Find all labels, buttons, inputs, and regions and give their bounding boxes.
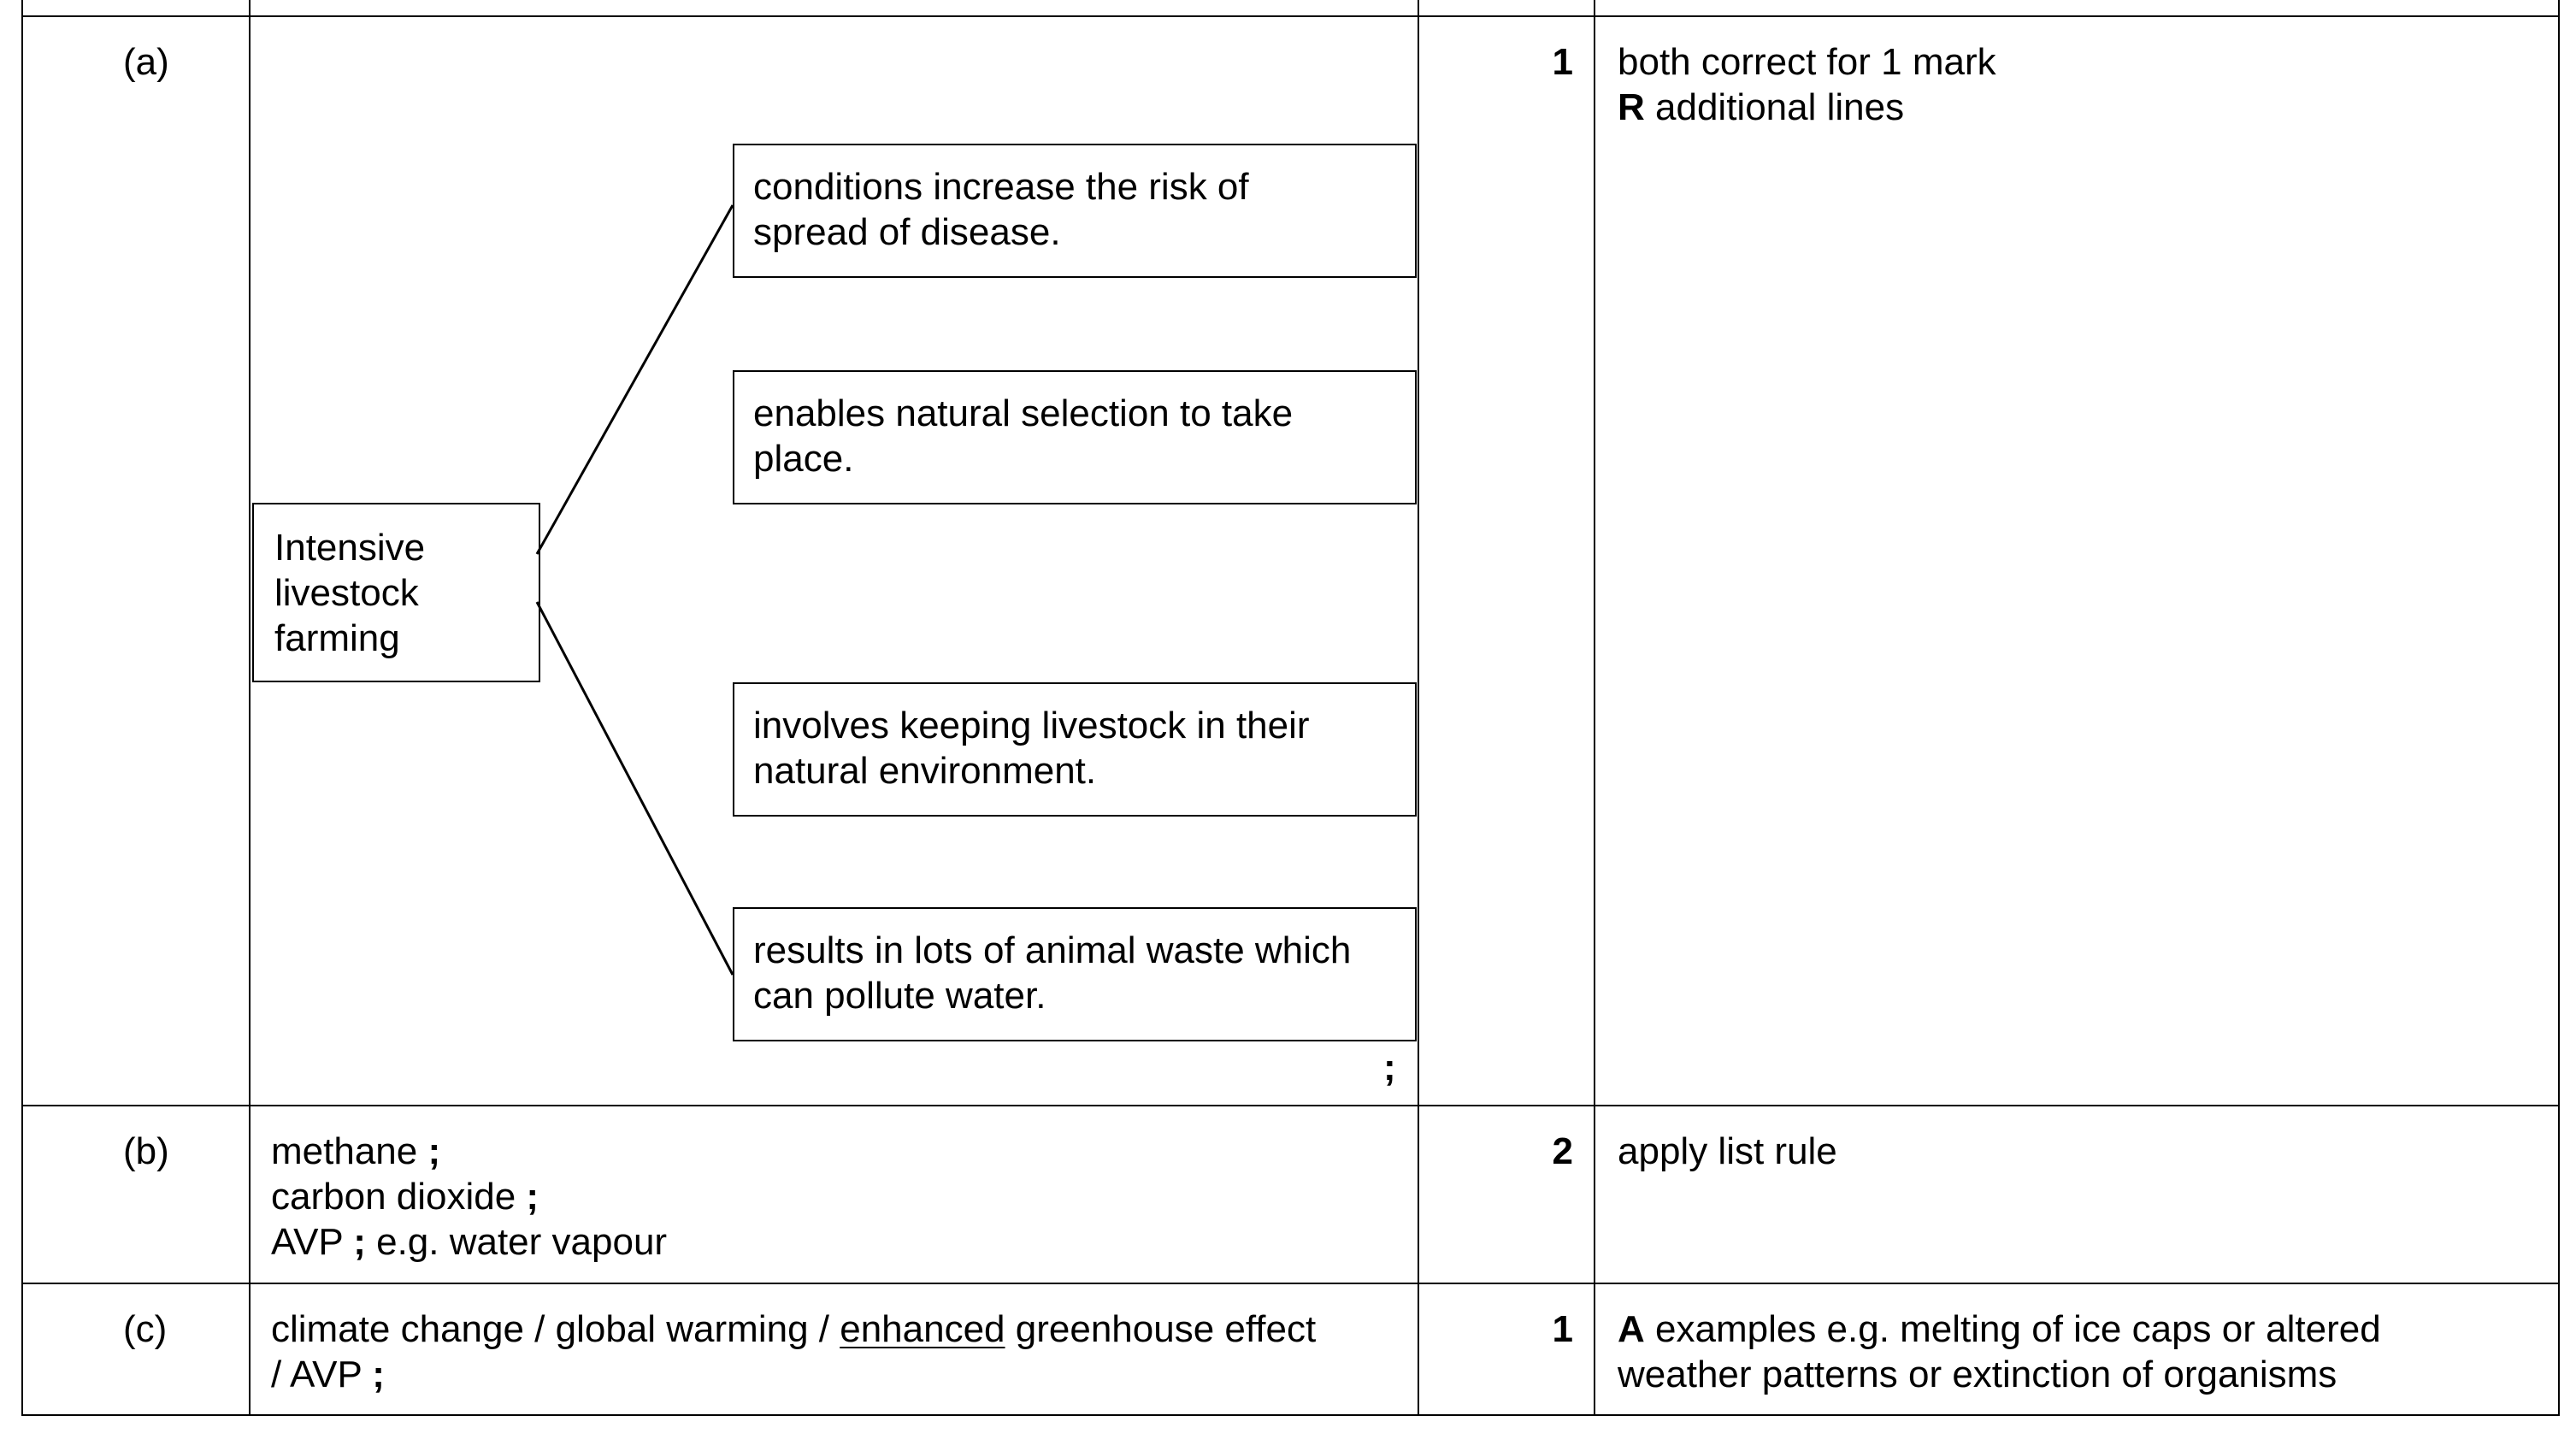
right-box-4-line-1: results in lots of animal waste which <box>753 929 1352 971</box>
accept-label: A <box>1618 1308 1645 1350</box>
diagram-right-box-3: involves keeping livestock in their natu… <box>733 682 1417 817</box>
connector-line-to-box-1 <box>535 204 734 555</box>
marks-a: 1 <box>1552 41 1573 83</box>
table-right-border <box>2558 0 2560 1416</box>
mark-point: ; <box>427 1130 441 1172</box>
mark-point: ; <box>372 1354 385 1395</box>
question-part-a: (a) <box>123 41 169 83</box>
table-top-border <box>21 15 2560 17</box>
answer-c-avp: / AVP <box>271 1354 373 1395</box>
answer-c-line-1: climate change / global warming / enhanc… <box>271 1306 1316 1352</box>
marks-b: 2 <box>1552 1130 1573 1172</box>
diagram-left-box: Intensive livestock farming <box>252 503 540 682</box>
answer-c-underlined-word: enhanced <box>840 1308 1005 1350</box>
answer-b: methane ; carbon dioxide ; AVP ; e.g. wa… <box>271 1129 667 1265</box>
left-box-line-2: livestock <box>274 572 419 614</box>
guidance-c: A examples e.g. melting of ice caps or a… <box>1618 1306 2381 1397</box>
left-box-line-1: Intensive <box>274 527 426 569</box>
answer-terminator-a: ; <box>1383 1047 1396 1088</box>
diagram-right-box-2: enables natural selection to take place. <box>733 370 1417 504</box>
right-box-4-line-2: can pollute water. <box>753 975 1046 1017</box>
answer-b-line-1: methane ; <box>271 1129 667 1174</box>
table-bottom-border <box>21 1414 2560 1416</box>
column-divider-answer-marks <box>1418 0 1419 1416</box>
row-divider-b-c <box>21 1283 2560 1284</box>
answer-c-text: climate change / global warming / <box>271 1308 840 1350</box>
reject-label: R <box>1618 86 1645 128</box>
answer-c-text-end: greenhouse effect <box>1005 1308 1317 1350</box>
answer-c: climate change / global warming / enhanc… <box>271 1306 1316 1397</box>
table-left-border <box>21 0 23 1416</box>
marks-c: 1 <box>1552 1308 1573 1350</box>
right-box-3-line-2: natural environment. <box>753 750 1097 792</box>
connector-line-to-box-4 <box>535 601 734 976</box>
guidance-c-line-1: A examples e.g. melting of ice caps or a… <box>1618 1306 2381 1352</box>
left-box-line-3: farming <box>274 617 400 659</box>
column-divider-marks-guidance <box>1594 0 1595 1416</box>
right-box-1-line-1: conditions increase the risk of <box>753 166 1249 208</box>
guidance-a: both correct for 1 mark R additional lin… <box>1618 39 1996 130</box>
guidance-a-line-2: R additional lines <box>1618 85 1996 130</box>
question-part-c: (c) <box>123 1308 168 1350</box>
answer-b-example: e.g. water vapour <box>365 1221 668 1263</box>
answer-b-avp: AVP <box>271 1221 354 1263</box>
guidance-b: apply list rule <box>1618 1130 1837 1172</box>
answer-b-line-3: AVP ; e.g. water vapour <box>271 1219 667 1265</box>
mark-point: ; <box>526 1176 539 1218</box>
answer-b-line-2: carbon dioxide ; <box>271 1174 667 1219</box>
question-part-b: (b) <box>123 1130 169 1172</box>
row-divider-a-b <box>21 1105 2560 1106</box>
answer-c-line-2: / AVP ; <box>271 1352 1316 1397</box>
diagram-right-box-1: conditions increase the risk of spread o… <box>733 144 1417 278</box>
diagram-right-box-4: results in lots of animal waste which ca… <box>733 907 1417 1041</box>
guidance-a-line-2-text: additional lines <box>1644 86 1905 128</box>
right-box-2-line-1: enables natural selection to take <box>753 392 1294 434</box>
right-box-1-line-2: spread of disease. <box>753 211 1061 253</box>
right-box-2-line-2: place. <box>753 438 854 480</box>
right-box-3-line-1: involves keeping livestock in their <box>753 705 1310 746</box>
guidance-c-line-1-text: examples e.g. melting of ice caps or alt… <box>1644 1308 2381 1350</box>
answer-b-carbon-dioxide: carbon dioxide <box>271 1176 527 1218</box>
guidance-a-line-1: both correct for 1 mark <box>1618 41 1996 83</box>
answer-b-methane: methane <box>271 1130 428 1172</box>
guidance-c-line-2: weather patterns or extinction of organi… <box>1618 1354 2337 1395</box>
column-divider-part-answer <box>249 0 251 1416</box>
mark-point: ; <box>353 1221 366 1263</box>
